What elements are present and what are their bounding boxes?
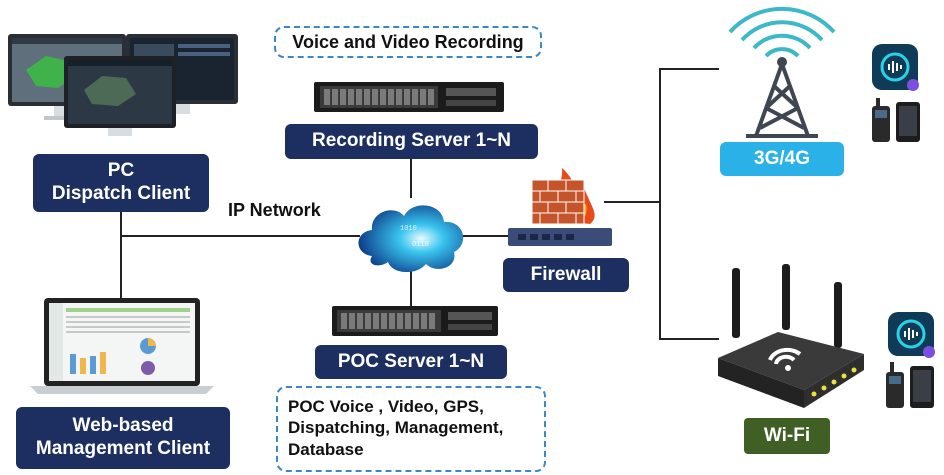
svg-text:1010: 1010 <box>400 225 417 233</box>
recording-server-label: Recording Server 1~N <box>285 124 538 159</box>
wifi-router-icon <box>718 264 864 408</box>
line-cloud-to-rec <box>410 156 412 198</box>
monitor-center <box>64 56 176 136</box>
firewall-label: Firewall <box>503 258 629 292</box>
pc-monitors-illustration <box>8 34 238 136</box>
ip-network-label: IP Network <box>228 200 321 220</box>
firewall-icon <box>508 168 612 246</box>
svg-text:0110: 0110 <box>412 241 429 249</box>
poc-features-line3: Database <box>288 439 364 459</box>
voice-video-recording-box: Voice and Video Recording <box>274 26 542 58</box>
poc-app-icon-bottom <box>888 312 935 358</box>
line-hub-vertical <box>659 68 661 340</box>
poc-server-label: POC Server 1~N <box>315 345 507 379</box>
line-hub-to-router <box>659 338 719 340</box>
line-hub-to-tower <box>659 68 719 70</box>
web-management-client-label: Web-based Management Client <box>16 407 230 469</box>
poc-app-icon <box>872 44 919 91</box>
line-cloud-to-poc <box>410 270 412 308</box>
recording-server-icon <box>314 82 504 112</box>
pc-label-line2: Dispatch Client <box>51 183 191 204</box>
radio-devices-icon-bottom <box>886 362 934 408</box>
line-ip-network <box>120 235 360 237</box>
poc-features-line2: Dispatching, Management, <box>288 418 504 438</box>
wifi-label: Wi-Fi <box>744 418 830 454</box>
radio-devices-icon <box>872 98 920 142</box>
cell-tower-icon <box>728 6 836 138</box>
line-cloud-to-firewall <box>460 235 508 237</box>
poc-server-icon <box>332 306 498 336</box>
cellular-label: 3G/4G <box>720 142 844 176</box>
poc-features-line1: POC Voice , Video, GPS, <box>288 397 484 416</box>
cloud-network-icon: 1010 0110 <box>358 205 464 273</box>
web-label-line2: Management Client <box>35 438 211 459</box>
line-pc-down <box>120 212 122 300</box>
web-label-line1: Web-based <box>72 415 174 437</box>
pc-dispatch-client-label: PC Dispatch Client <box>33 154 209 212</box>
line-firewall-to-hub <box>604 201 660 203</box>
pc-label-line1: PC <box>107 160 135 182</box>
laptop-illustration <box>30 298 214 394</box>
poc-features-box: POC Voice , Video, GPS, Dispatching, Man… <box>276 386 546 472</box>
